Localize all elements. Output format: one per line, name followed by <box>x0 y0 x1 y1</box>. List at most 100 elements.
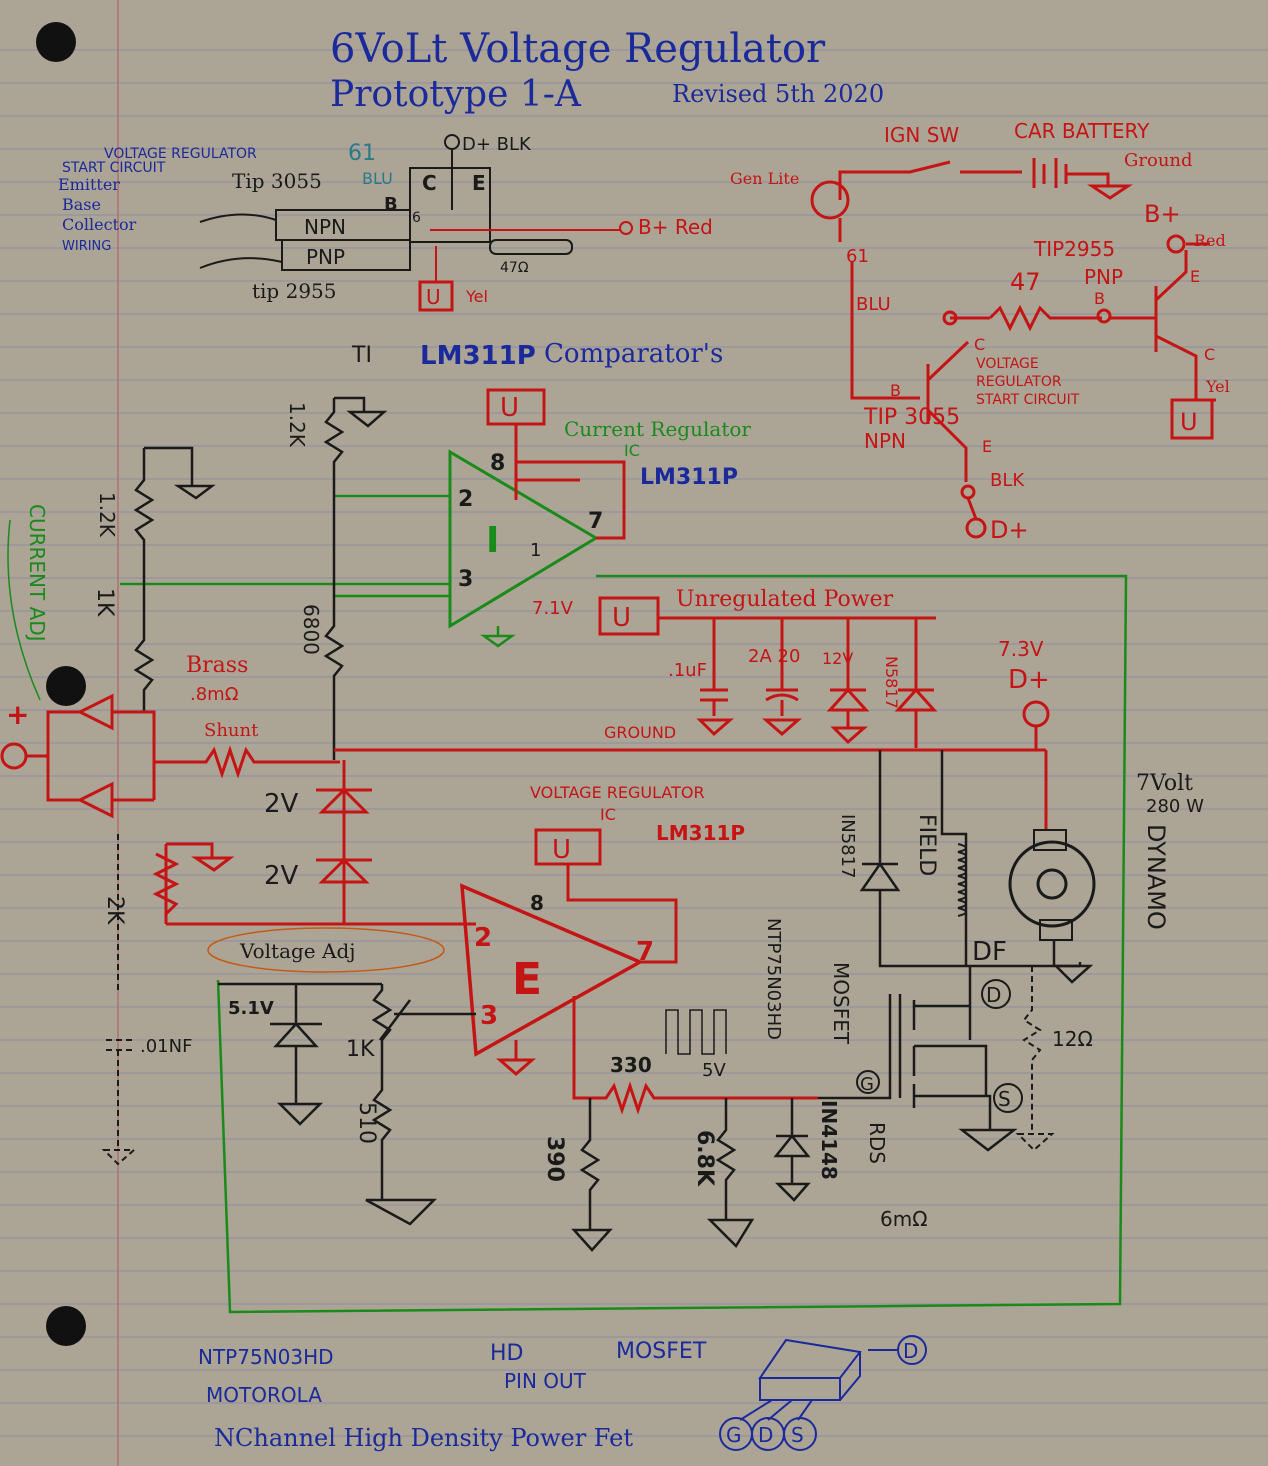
zener-2v-a: 2V <box>264 789 299 819</box>
power-u: U <box>612 603 631 633</box>
wiring-61: 61 <box>348 141 376 166</box>
blk-node <box>960 484 976 500</box>
npn-transistor-symbol <box>926 340 970 482</box>
comp-lm311p: LM311P <box>640 465 738 490</box>
voltage-divider-left <box>152 842 476 926</box>
diode-5817-label: N5817 <box>882 656 901 709</box>
shunt-label: Shunt <box>204 720 259 741</box>
vadj-ellipse <box>207 927 445 973</box>
field-label: FIELD <box>914 814 939 876</box>
tr-pin-e2: E <box>982 437 992 456</box>
car-battery-label: CAR BATTERY <box>1014 119 1150 143</box>
wiring-dplus-blk: D+ BLK <box>462 134 532 155</box>
current-adj-bracket <box>7 519 41 701</box>
in4148-label: IN4148 <box>817 1100 841 1180</box>
v12-label: 12V <box>822 649 853 668</box>
ti-label: TI <box>351 343 372 368</box>
start-node-a <box>942 310 958 326</box>
battery-ground-symbol <box>1087 184 1133 200</box>
dplus-terminal-right <box>965 517 987 539</box>
power-diodes <box>826 687 938 748</box>
zener-2v-b: 2V <box>264 861 299 891</box>
left-cap-chain <box>101 834 137 1166</box>
r12k-b: 1.2K <box>285 402 309 448</box>
z51-label: 5.1V <box>228 998 274 1019</box>
d-plus-bus <box>334 726 1048 830</box>
source-circle <box>993 1083 1023 1113</box>
mohm-label: .8mΩ <box>190 684 239 705</box>
bottom-desc: NChannel High Density Power Fet <box>214 1424 633 1452</box>
unreg-power-label: Unregulated Power <box>676 587 894 612</box>
pin-box <box>409 167 491 243</box>
power-grounds <box>696 718 868 745</box>
vreg-mark-e: E <box>512 954 542 1005</box>
wiring-bplus-red: B+ Red <box>638 215 713 239</box>
source-s: S <box>998 1087 1011 1111</box>
r12-label: 12Ω <box>1052 1027 1093 1051</box>
comp-pin7: 7 <box>588 509 603 534</box>
r1k-left: 1K <box>92 588 117 617</box>
npn-label: NPN <box>304 215 346 239</box>
lm311p-label: LM311P <box>420 341 536 371</box>
gen-lite-label: Gen Lite <box>730 169 799 188</box>
comp-mark-i: I <box>486 520 499 561</box>
vreg-pin3: 3 <box>480 1001 498 1031</box>
dplus-terminal-power <box>1022 700 1050 728</box>
regulator-enclosure <box>216 574 1128 1314</box>
pinout-drain-circle <box>897 1335 927 1365</box>
vadj-r1k: 1K <box>346 1037 375 1062</box>
power-rail <box>658 616 936 716</box>
start-node-b <box>1096 308 1112 324</box>
zener-stack <box>316 760 372 924</box>
tr-pin-c2: C <box>974 335 985 354</box>
tr-blu: BLU <box>856 294 891 315</box>
dynamo-brush-bottom <box>1039 919 1073 941</box>
vreg-u: U <box>552 835 571 865</box>
v73-label: 7.3V <box>998 637 1044 661</box>
vreg-label2: IC <box>600 805 616 824</box>
comp-input-wires <box>120 494 516 648</box>
comp-output-wires <box>514 424 626 540</box>
comp-v71: 7.1V <box>532 598 574 619</box>
r510-label: 510 <box>354 1102 379 1144</box>
v5-label: 5V <box>702 1060 726 1081</box>
pinout-s-circle <box>783 1417 817 1451</box>
tip2955-label: TIP2955 <box>1033 237 1115 261</box>
pinout-package <box>758 1338 862 1401</box>
plus-label: + <box>6 698 29 731</box>
bottom-pinout: PIN OUT <box>504 1369 587 1393</box>
r68k-label: 6.8K <box>692 1130 717 1187</box>
wiring-resistor-47 <box>489 239 573 255</box>
title-line1: 6VoLt Voltage Regulator <box>330 26 826 72</box>
bottom-mosfet: MOSFET <box>616 1339 707 1364</box>
drain-d: D <box>986 983 1001 1007</box>
pnp-tab <box>199 257 283 269</box>
comp-pin3: 3 <box>458 567 473 592</box>
r390-label: 390 <box>542 1136 567 1182</box>
wiring-r47: 47Ω <box>500 260 529 276</box>
comparator-triangle <box>448 449 599 629</box>
dynamo-rating1: 7Volt <box>1136 771 1193 796</box>
wiring-blu: BLU <box>362 169 393 188</box>
vreg-label1: VOLTAGE REGULATOR <box>530 783 705 802</box>
pinout-s: S <box>791 1423 804 1447</box>
wiring-tip3055: Tip 3055 <box>232 169 322 193</box>
bplus-label: B+ <box>1144 200 1181 228</box>
power-u-box <box>598 596 660 636</box>
left-divider-resistors <box>133 446 216 712</box>
bottom-part: NTP75N03HD <box>198 1345 334 1369</box>
wiring-collector: Collector <box>62 215 137 234</box>
tr-u: U <box>1180 408 1198 436</box>
brass-label: Brass <box>186 653 248 678</box>
dynamo-word: DYNAMO <box>1142 824 1170 930</box>
tr-pin-b2: B <box>890 381 901 400</box>
current-adj-label: CURRENT ADJ <box>25 504 49 642</box>
title-revised: Revised 5th 2020 <box>672 80 884 108</box>
current-regulator-label: Current Regulator <box>564 417 751 441</box>
dynamo-brush-top <box>1033 829 1067 851</box>
vreg-pin8: 8 <box>530 891 544 915</box>
npn-label-right: NPN <box>864 429 906 453</box>
pin-6: 6 <box>412 210 421 226</box>
pin-c: C <box>422 171 437 195</box>
dynamo-armature <box>1036 868 1068 900</box>
